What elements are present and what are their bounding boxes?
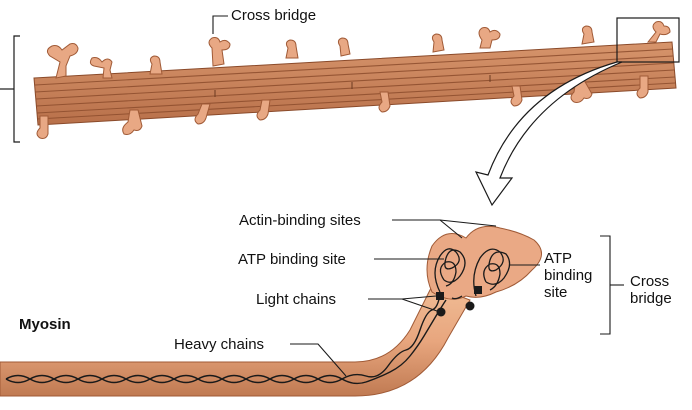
light-chains-label: Light chains	[256, 291, 336, 308]
heavy-chains-label: Heavy chains	[174, 336, 264, 353]
cross-bridge-label: Cross bridge	[231, 7, 316, 24]
filament-bracket	[0, 36, 20, 142]
atp-binding-site-label: ATP binding site	[238, 251, 346, 268]
atp-binding-site-right-label: ATP binding site	[544, 250, 592, 301]
myosin-label: Myosin	[19, 316, 71, 333]
cross-bridge-right-label: Cross bridge	[630, 273, 672, 307]
actin-binding-sites-label: Actin-binding sites	[239, 212, 361, 229]
